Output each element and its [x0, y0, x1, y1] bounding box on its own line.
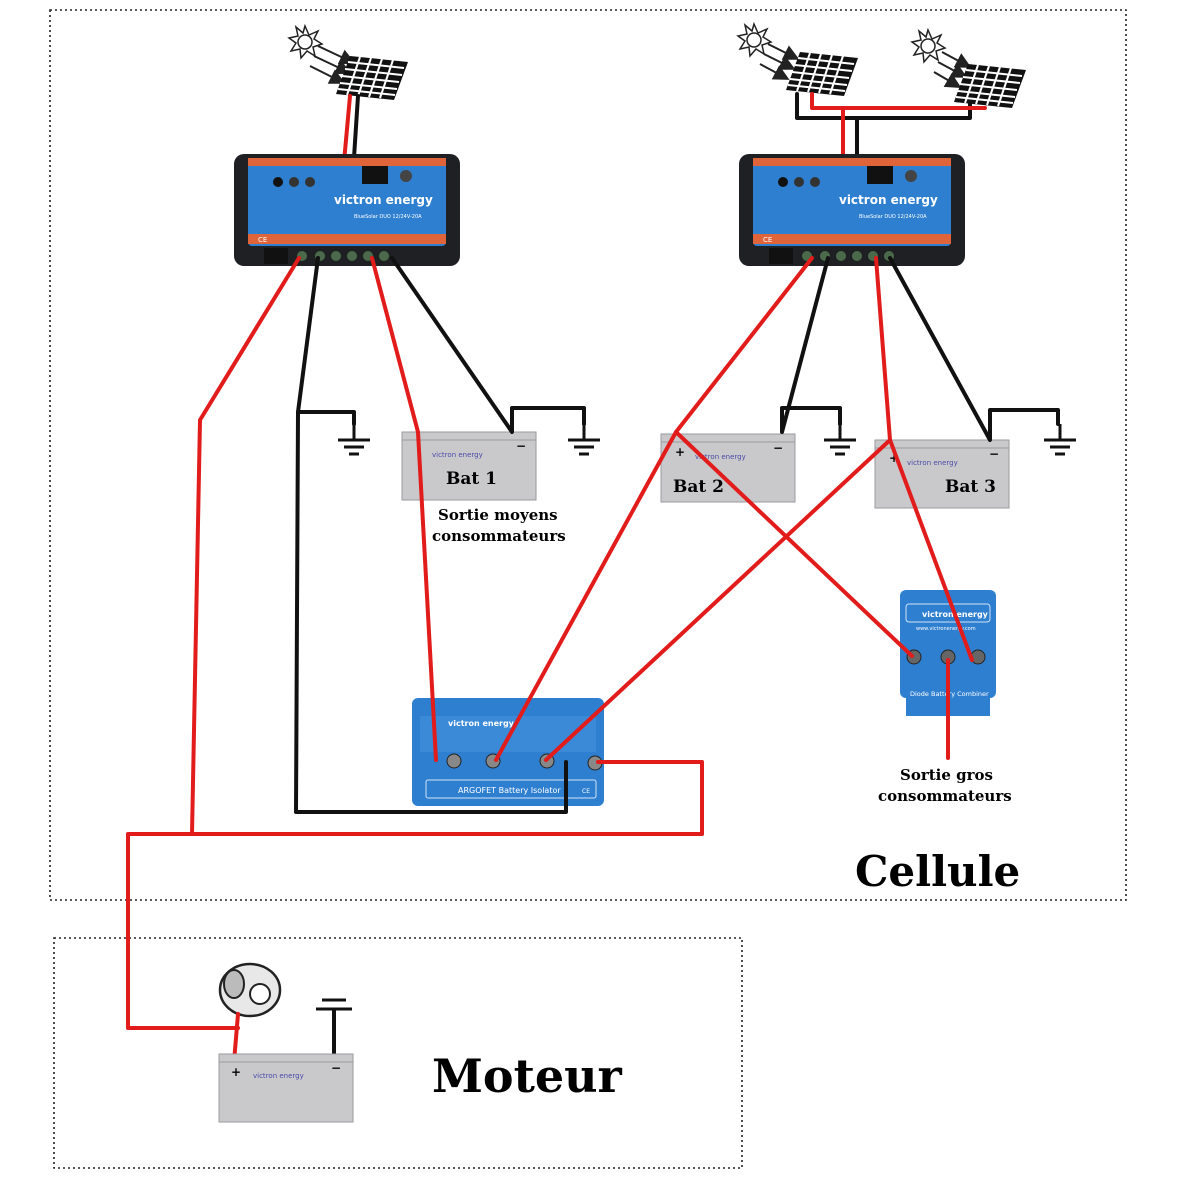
battery-label: Bat 1: [446, 469, 497, 489]
battery-bat3[interactable]: + victron energy Bat 3 −: [874, 439, 1010, 509]
ground-icon: [566, 422, 602, 456]
battery-brand: victron energy: [253, 1072, 304, 1080]
solar-panel-icon: [335, 55, 409, 101]
sun-rays: [759, 43, 800, 80]
output-medium-line1: Sortie moyens: [438, 506, 558, 524]
sun-icon: [288, 25, 323, 59]
alternator-icon: [218, 962, 282, 1018]
isolator-name: ARGOFET Battery Isolator: [458, 786, 561, 795]
battery-brand: victron energy: [432, 451, 483, 459]
battery-label: Bat 3: [945, 477, 996, 497]
cellule-zone: [49, 9, 1127, 901]
solar-controller-2[interactable]: victron energy BlueSolar DUO 12/24V-20A …: [739, 154, 965, 266]
sun-icon: [737, 23, 772, 57]
controller-model: BlueSolar DUO 12/24V-20A: [354, 214, 422, 220]
battery-engine[interactable]: + victron energy −: [218, 1053, 354, 1123]
battery-brand: victron energy: [907, 459, 958, 467]
wire-panels23-negative: [795, 92, 972, 120]
solar-panel-icon: [785, 51, 859, 97]
sun-rays: [933, 51, 972, 89]
combiner-url: www.victronenergy.com: [916, 626, 976, 632]
output-medium-line2: consommateurs: [432, 527, 566, 545]
wire-panels23-positive: [810, 92, 987, 110]
cellule-label: Cellule: [855, 847, 1020, 896]
wire-bat2-combiner: [674, 430, 914, 658]
wire-ground-link-1: [296, 410, 356, 426]
solar-controller-1[interactable]: victron energy BlueSolar DUO 12/24V-20A …: [234, 154, 460, 266]
wire-ctrl2-negative: [780, 256, 842, 434]
sun-rays: [309, 45, 356, 84]
controller-brand: victron energy: [334, 193, 433, 207]
battery-brand: victron energy: [695, 453, 746, 461]
minus-terminal-label: −: [773, 441, 783, 455]
wire-ctrl1-bat1-negative: [390, 256, 586, 434]
ce-mark: CE: [258, 236, 267, 244]
output-large-line1: Sortie gros: [900, 766, 993, 784]
moteur-label: Moteur: [432, 1049, 623, 1103]
ground-icon: [822, 422, 858, 456]
battery-bat1[interactable]: victron energy Bat 1 −: [401, 431, 537, 501]
plus-terminal-label: +: [889, 451, 899, 465]
wire-ctrl1-starter: [190, 256, 301, 836]
wire-ctrl1-negative: [294, 256, 568, 814]
output-large-line2: consommateurs: [878, 787, 1012, 805]
engine-ground-icon: [316, 998, 352, 1062]
ce-mark: CE: [582, 788, 590, 795]
minus-terminal-label: −: [331, 1061, 341, 1075]
battery-label: Bat 2: [673, 477, 724, 497]
wire-alternator-feed: [126, 760, 704, 1030]
solar-panel-icon: [953, 63, 1027, 109]
battery-bat2[interactable]: + victron energy Bat 2 −: [660, 433, 796, 503]
moteur-zone: [53, 937, 743, 1169]
argofet-battery-isolator[interactable]: victron energy ARGOFET Battery Isolator …: [412, 698, 604, 806]
ce-mark: CE: [763, 236, 772, 244]
isolator-brand: victron energy: [448, 719, 515, 728]
minus-terminal-label: −: [989, 447, 999, 461]
wire-bat3-isolator: [544, 438, 892, 762]
plus-terminal-label: +: [675, 445, 685, 459]
plus-terminal-label: +: [231, 1065, 241, 1079]
wire-ctrl2-bat3-negative: [888, 256, 1060, 442]
ground-icon: [336, 422, 372, 456]
sun-icon: [911, 29, 946, 63]
minus-terminal-label: −: [516, 439, 526, 453]
ground-icon: [1042, 422, 1078, 456]
controller-model: BlueSolar DUO 12/24V-20A: [859, 214, 927, 220]
wire-ctrl1-bat1-positive: [370, 256, 438, 762]
controller-brand: victron energy: [839, 193, 938, 207]
